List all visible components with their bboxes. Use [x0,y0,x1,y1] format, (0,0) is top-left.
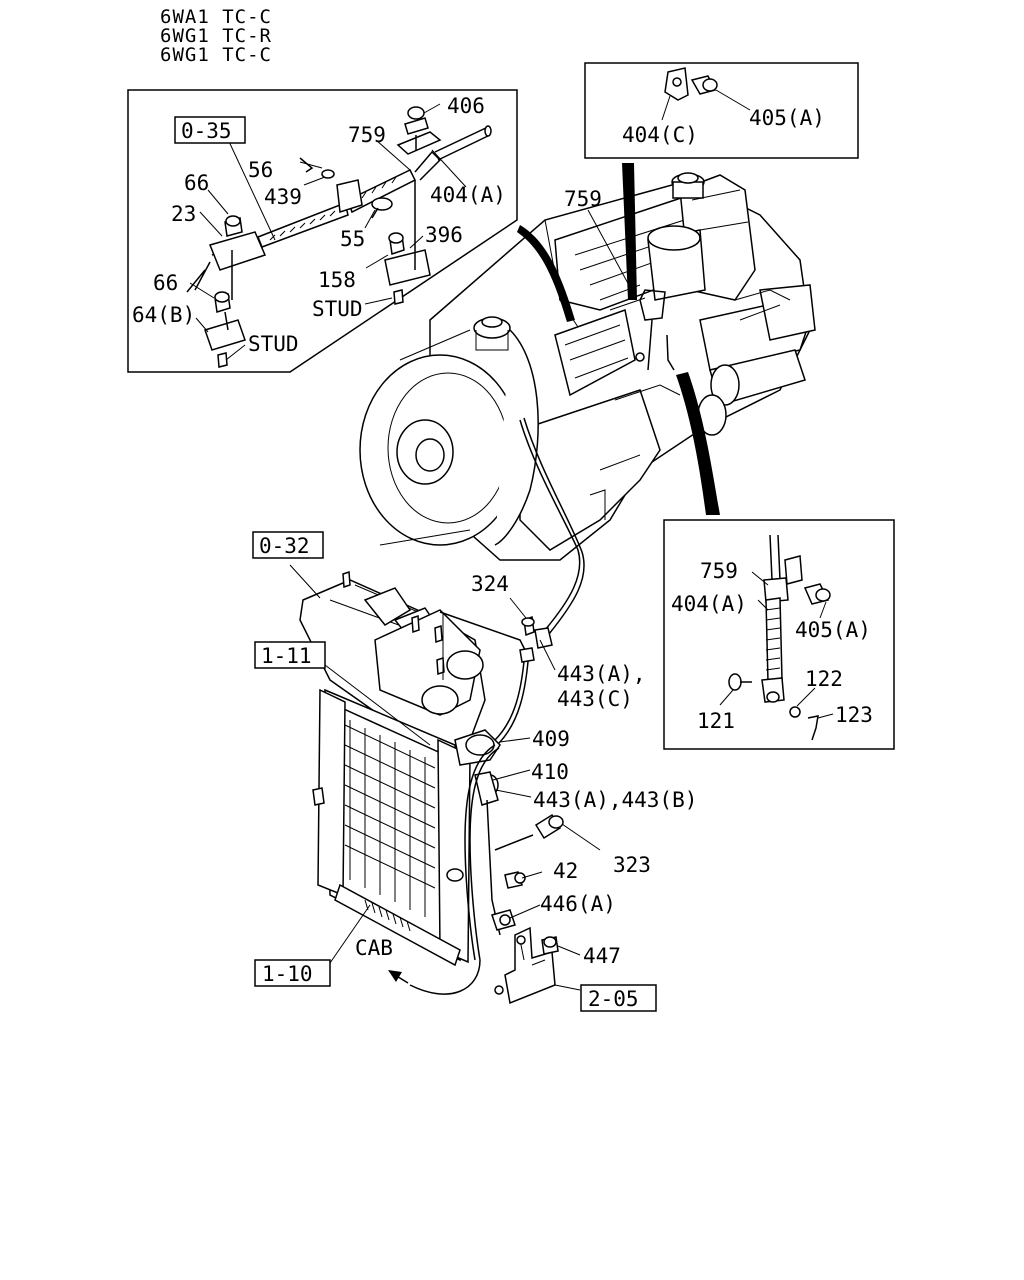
label-123: 123 [835,703,873,727]
label-66-b: 66 [153,271,178,295]
model-line-2: 6WG1 TC-R [160,25,272,47]
label-405a-1: 405(A) [749,106,825,130]
label-323: 323 [613,853,651,877]
radiator-assembly [312,688,501,967]
label-stud-1: STUD [312,297,363,321]
label-56: 56 [248,158,273,182]
label-404a-2: 404(A) [671,592,747,616]
label-406: 406 [447,94,485,118]
label-42: 42 [553,859,578,883]
label-439: 439 [264,185,302,209]
label-122: 122 [805,667,843,691]
label-759-b: 759 [564,187,602,211]
label-23: 23 [171,202,196,226]
label-443ac-2: 443(C) [557,687,633,711]
ref-label-0-35: 0-35 [181,119,232,143]
label-409: 409 [532,727,570,751]
label-405a-2: 405(A) [795,618,871,642]
detail-box-404c [584,62,859,159]
label-66-a: 66 [184,171,209,195]
label-158: 158 [318,268,356,292]
model-line-1: 6WA1 TC-C [160,6,272,28]
engine-assembly [359,163,816,561]
detail-box-759 [663,519,895,750]
model-line-3: 6WG1 TC-C [160,44,272,66]
label-stud-2: STUD [248,332,299,356]
label-404a-1: 404(A) [430,183,506,207]
label-443ac-1: 443(A), [557,662,646,686]
label-324: 324 [471,572,509,596]
ref-box-1-10[interactable]: 1-10 [254,959,331,987]
label-55: 55 [340,227,365,251]
label-396: 396 [425,223,463,247]
cable-routing [289,209,637,1005]
label-404c: 404(C) [622,123,698,147]
intake-pipe-assembly [299,570,526,761]
label-443ab: 443(A),443(B) [533,788,697,812]
ref-label-0-32: 0-32 [259,534,310,558]
label-121: 121 [697,709,735,733]
detail-box-0-35 [127,89,518,373]
ref-label-2-05: 2-05 [588,987,639,1011]
ref-box-0-32[interactable]: 0-32 [252,531,324,559]
label-446a: 446(A) [540,892,616,916]
ref-label-1-10: 1-10 [262,962,313,986]
ref-label-1-11: 1-11 [261,644,312,668]
part-labels: 406 759 56 439 404(A) 66 23 55 396 158 6… [132,94,873,968]
ref-box-2-05[interactable]: 2-05 [580,984,657,1012]
label-64b: 64(B) [132,303,195,327]
ref-box-0-35[interactable]: 0-35 [174,116,246,144]
label-759-a: 759 [348,123,386,147]
ref-box-1-11[interactable]: 1-11 [254,641,326,669]
label-cab: CAB [355,936,393,960]
label-447: 447 [583,944,621,968]
label-759-c: 759 [700,559,738,583]
label-410: 410 [531,760,569,784]
